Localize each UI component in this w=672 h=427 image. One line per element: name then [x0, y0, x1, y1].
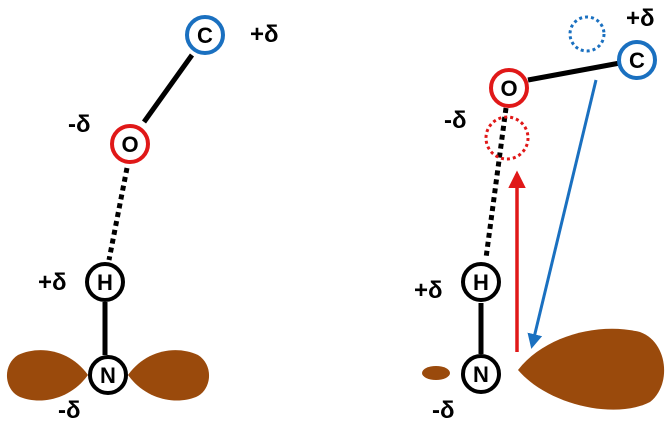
right-lone-pair-lobe-large: [518, 328, 665, 410]
left-c-o-bond: [141, 53, 195, 124]
left-hydrogen-atom: H: [85, 262, 125, 302]
right-blue-arrow: [527, 79, 598, 349]
left-oxygen-atom: O: [110, 124, 150, 164]
right-carbon-atom: C: [617, 40, 657, 80]
right-o-c-bond: [527, 60, 621, 83]
right-nitrogen-charge: -δ: [432, 397, 455, 424]
right-hydrogen-atom: H: [461, 262, 501, 302]
right-panel: C O H N +δ -δ +δ -δ: [414, 5, 665, 424]
right-carbon-label: C: [629, 48, 645, 73]
left-hydrogen-label: H: [97, 270, 113, 295]
right-carbon-charge: +δ: [626, 5, 655, 32]
left-hydrogen-charge: +δ: [38, 269, 67, 296]
right-oxygen-ghost-position: [484, 115, 530, 161]
left-nitrogen-label: N: [100, 363, 116, 388]
right-hydrogen-charge: +δ: [414, 277, 443, 304]
left-lone-pair-lobe-left: [6, 350, 88, 401]
left-oxygen-label: O: [121, 132, 138, 157]
left-carbon-charge: +δ: [250, 21, 279, 48]
left-oxygen-charge: -δ: [68, 111, 91, 138]
left-panel: C O H N +δ -δ +δ -δ: [6, 15, 279, 424]
left-nitrogen-atom: N: [88, 355, 128, 395]
right-nitrogen-atom: N: [461, 354, 501, 394]
left-hydrogen-bond-dotted: [106, 167, 130, 261]
right-hydrogen-label: H: [473, 270, 489, 295]
right-oxygen-charge: -δ: [444, 107, 467, 134]
right-carbon-ghost-position: [568, 15, 606, 53]
left-carbon-label: C: [197, 23, 213, 48]
right-hydrogen-bond-dotted: [483, 107, 509, 259]
left-carbon-atom: C: [185, 15, 225, 55]
right-lone-pair-lobe-small: [422, 366, 450, 380]
right-oxygen-atom: O: [489, 68, 529, 108]
left-lone-pair-lobe-right: [128, 350, 210, 401]
right-oxygen-label: O: [500, 76, 517, 101]
left-nitrogen-charge: -δ: [58, 397, 81, 424]
right-nitrogen-label: N: [473, 362, 489, 387]
